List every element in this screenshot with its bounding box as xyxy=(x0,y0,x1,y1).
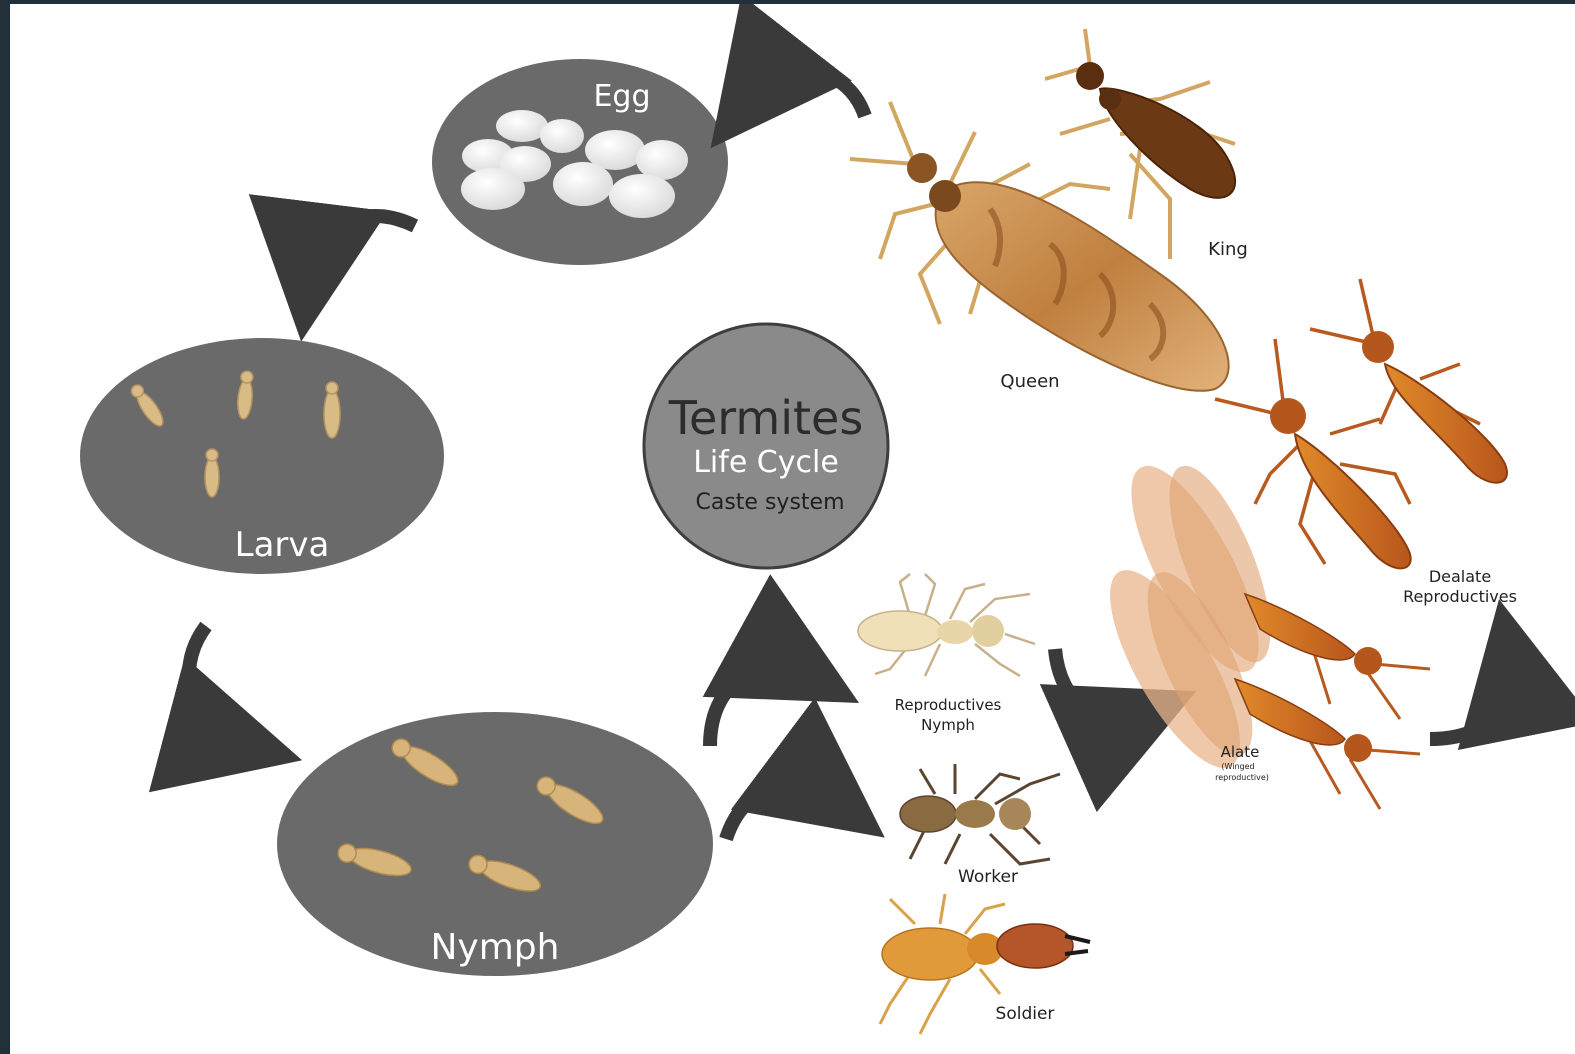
arrow-egg-to-larva xyxy=(308,216,415,286)
arrow-larva-to-nymph xyxy=(189,626,248,746)
reproductives-label-line2: Nymph xyxy=(921,716,975,734)
dealate-label-line1: Dealate xyxy=(1429,567,1491,586)
arrow-alate-to-dealate xyxy=(1430,654,1512,739)
soldier-termite-icon xyxy=(880,894,1090,1034)
egg-stage: Egg xyxy=(432,59,728,265)
center-caption: Caste system xyxy=(696,490,845,515)
larva-label: Larva xyxy=(235,525,330,565)
alate-note-line2: reproductive) xyxy=(1215,773,1269,782)
worker-termite-icon xyxy=(900,764,1060,864)
alate-label: Alate xyxy=(1221,743,1260,761)
alate-note-line1: (Winged xyxy=(1221,762,1254,771)
egg-label: Egg xyxy=(593,79,650,114)
queen-label: Queen xyxy=(1000,371,1059,392)
arrow-queen-to-egg xyxy=(745,72,865,116)
nymph-stage: Nymph xyxy=(277,712,713,976)
center-badge: Termites Life Cycle Caste system xyxy=(644,324,888,568)
reproductives-label-line1: Reproductives xyxy=(895,696,1002,714)
arrow-nymph-to-reproductives xyxy=(710,668,810,746)
dealate-reproductives-icon xyxy=(1215,279,1507,568)
arrow-nymph-to-worker xyxy=(726,786,840,839)
reproductives-nymph-icon xyxy=(858,574,1035,676)
soldier-label: Soldier xyxy=(996,1004,1055,1024)
worker-label: Worker xyxy=(958,867,1018,887)
nymph-label: Nymph xyxy=(431,927,560,968)
center-title: Termites xyxy=(668,391,864,445)
king-label: King xyxy=(1208,239,1248,260)
diagram-frame: Egg Larva Nymph Termites Life Cycle Cast… xyxy=(10,4,1575,1054)
center-subtitle: Life Cycle xyxy=(693,445,839,480)
dealate-label-line2: Reproductives xyxy=(1403,587,1517,606)
larva-stage: Larva xyxy=(80,338,444,574)
life-cycle-diagram: Egg Larva Nymph Termites Life Cycle Cast… xyxy=(10,4,1575,1054)
